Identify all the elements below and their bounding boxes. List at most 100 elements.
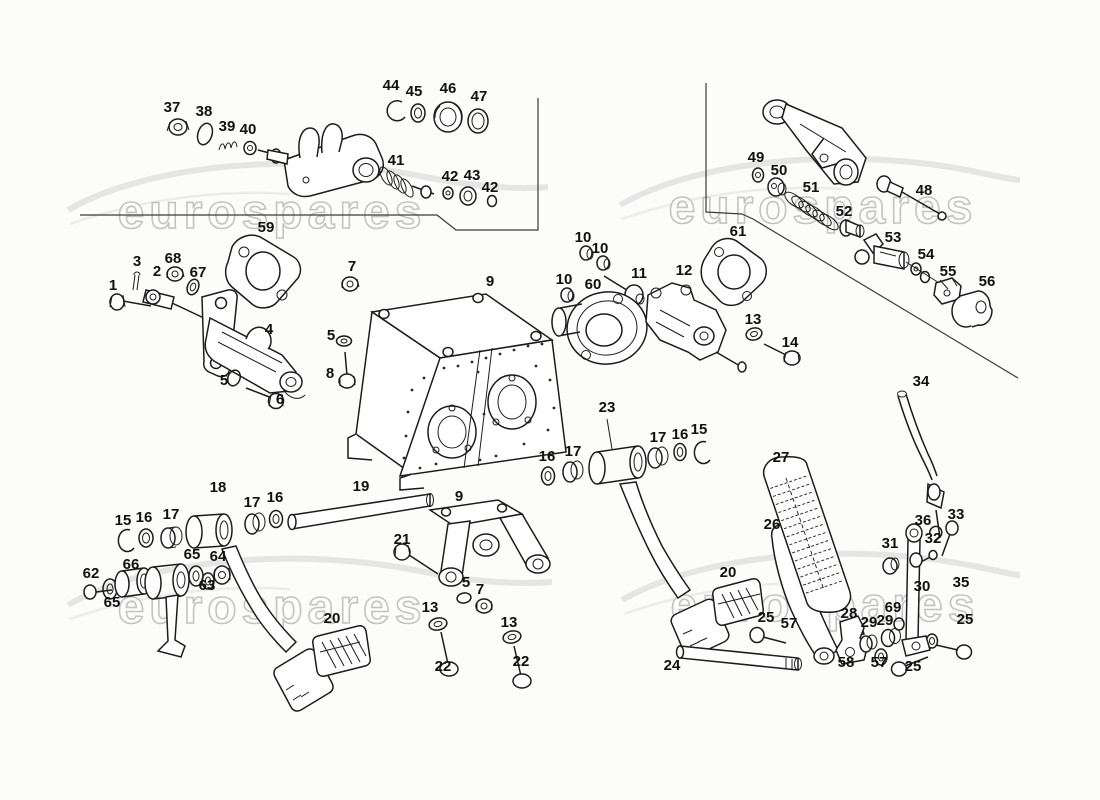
part-number-label: 28 (841, 605, 858, 622)
part-number-label: 17 (163, 506, 180, 523)
part-number-label: 7 (348, 258, 356, 275)
part-number-label: 17 (650, 429, 667, 446)
pedal-pad-hatch (770, 474, 844, 594)
part-number-label: 35 (953, 574, 970, 591)
part-number-label: 52 (836, 203, 853, 220)
watermark-text: eurospares (118, 186, 427, 239)
part-number-label: 17 (244, 494, 261, 511)
part-number-label: 22 (513, 653, 530, 670)
support-bracket (427, 499, 551, 587)
part-number-label: 4 (265, 321, 274, 338)
part-number-label: 20 (324, 610, 341, 627)
part-number-label: 38 (196, 103, 213, 120)
part-number-label: 65 (104, 594, 121, 611)
part-number-label: 3 (133, 253, 141, 270)
part-number-label: 32 (925, 530, 942, 547)
part-number-label: 27 (773, 449, 790, 466)
part-number-label: 9 (455, 488, 463, 505)
brake-valve-assembly (551, 237, 801, 373)
part-number-label: 62 (83, 565, 100, 582)
part-number-label: 13 (745, 311, 762, 328)
part-number-label: 13 (422, 599, 439, 616)
master-cylinder-mid-left (109, 234, 360, 410)
part-number-label: 43 (464, 167, 481, 184)
casting-texture (402, 342, 556, 470)
part-number-label: 45 (406, 83, 423, 100)
part-number-label: 10 (556, 271, 573, 288)
part-number-label: 15 (691, 421, 708, 438)
part-number-label: 13 (501, 614, 518, 631)
part-number-label: 29 (877, 612, 894, 629)
part-number-label: 12 (676, 262, 693, 279)
part-number-label: 25 (758, 609, 775, 626)
part-number-label: 5 (462, 574, 470, 591)
part-number-label: 53 (885, 229, 902, 246)
pedal-box-bracket (347, 292, 567, 491)
part-number-label: 6 (276, 391, 284, 408)
part-number-label: 14 (782, 334, 799, 351)
part-number-label: 48 (916, 182, 933, 199)
part-number-label: 57 (871, 654, 888, 671)
section-divider-lines (80, 83, 1019, 379)
part-number-label: 11 (631, 265, 647, 282)
part-number-label: 33 (948, 506, 965, 523)
part-number-label: 44 (383, 77, 400, 94)
master-cylinder-top-right (751, 99, 993, 328)
part-number-label: 54 (918, 246, 935, 263)
part-number-label: 15 (115, 512, 132, 529)
part-number-label: 39 (219, 118, 236, 135)
part-number-label: 5 (327, 327, 335, 344)
part-number-label: 30 (914, 578, 931, 595)
part-number-label: 2 (153, 263, 161, 280)
part-number-label: 63 (199, 577, 216, 594)
part-number-label: 64 (210, 548, 227, 565)
part-number-label: 69 (885, 599, 902, 616)
part-number-label: 16 (539, 448, 556, 465)
part-number-label: 55 (940, 263, 957, 280)
part-number-label: 8 (326, 365, 334, 382)
watermark-top-right: eurospares (618, 155, 1021, 235)
part-number-label: 47 (471, 88, 488, 105)
part-number-label: 29 (861, 614, 878, 631)
part-number-label: 66 (123, 556, 140, 573)
accelerator-pedal-assembly (749, 390, 973, 677)
part-number-label: 67 (190, 264, 207, 281)
master-cylinder-top-left (166, 100, 498, 208)
part-number-label: 16 (267, 489, 284, 506)
divider-top-right (705, 83, 1019, 379)
watermark-text: eurospares (669, 181, 978, 234)
part-number-label: 19 (353, 478, 370, 495)
divider-top-left (80, 98, 539, 231)
part-number-label: 68 (165, 250, 182, 267)
part-number-label: 36 (915, 512, 932, 529)
part-number-label: 17 (565, 443, 582, 460)
part-number-label: 10 (592, 240, 609, 257)
part-number-label: 50 (771, 162, 788, 179)
part-number-label: 60 (585, 276, 602, 293)
part-number-label: 9 (486, 273, 494, 290)
part-number-label: 25 (957, 611, 974, 628)
part-number-label: 61 (730, 223, 747, 240)
part-number-label: 41 (388, 152, 405, 169)
watermark-top-left: eurospares (66, 160, 549, 240)
part-number-label: 56 (979, 273, 996, 290)
part-number-label: 10 (575, 229, 592, 246)
part-number-label: 23 (599, 399, 616, 416)
part-number-label: 42 (442, 168, 459, 185)
part-number-label: 40 (240, 121, 257, 138)
part-number-label: 58 (838, 654, 855, 671)
part-number-label: 22 (435, 658, 452, 675)
part-number-label: 16 (672, 426, 689, 443)
part-number-label: 42 (482, 179, 499, 196)
brake-pedal-assembly (540, 418, 802, 671)
part-number-label: 37 (164, 99, 181, 116)
part-number-label: 7 (476, 581, 484, 598)
part-number-label: 16 (136, 509, 153, 526)
part-number-label: 5 (220, 372, 228, 389)
part-number-label: 51 (803, 179, 820, 196)
part-number-label: 20 (720, 564, 737, 581)
part-number-label: 18 (210, 479, 227, 496)
part-number-label: 25 (905, 658, 922, 675)
